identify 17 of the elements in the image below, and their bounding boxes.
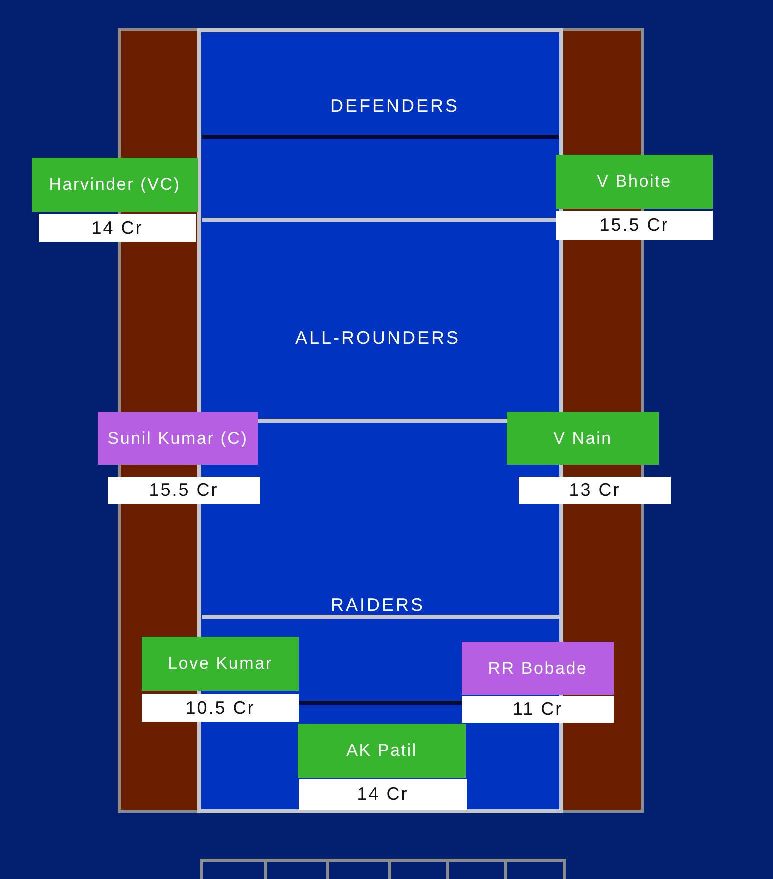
player-name-box: AK Patil bbox=[298, 724, 466, 778]
player-name-box: V Bhoite bbox=[556, 155, 713, 209]
price-tag: 11 Cr bbox=[462, 696, 614, 723]
price-tag: 13 Cr bbox=[519, 477, 671, 504]
player-name-box: Harvinder (VC) bbox=[32, 158, 198, 212]
price-tag: 15.5 Cr bbox=[556, 211, 713, 240]
price-tag: 14 Cr bbox=[299, 779, 467, 810]
zone-label: RAIDERS bbox=[331, 596, 425, 616]
player-name-box: Sunil Kumar (C) bbox=[98, 412, 258, 465]
zone-label: ALL-ROUNDERS bbox=[295, 329, 461, 349]
player-name-box: V Nain bbox=[507, 412, 659, 465]
player-name-box: Love Kumar bbox=[142, 637, 299, 691]
zone-label: DEFENDERS bbox=[330, 97, 460, 117]
price-tag: 14 Cr bbox=[39, 214, 196, 242]
price-tag: 15.5 Cr bbox=[108, 477, 260, 504]
price-tag: 10.5 Cr bbox=[142, 694, 299, 722]
player-name-box: RR Bobade bbox=[462, 642, 614, 695]
